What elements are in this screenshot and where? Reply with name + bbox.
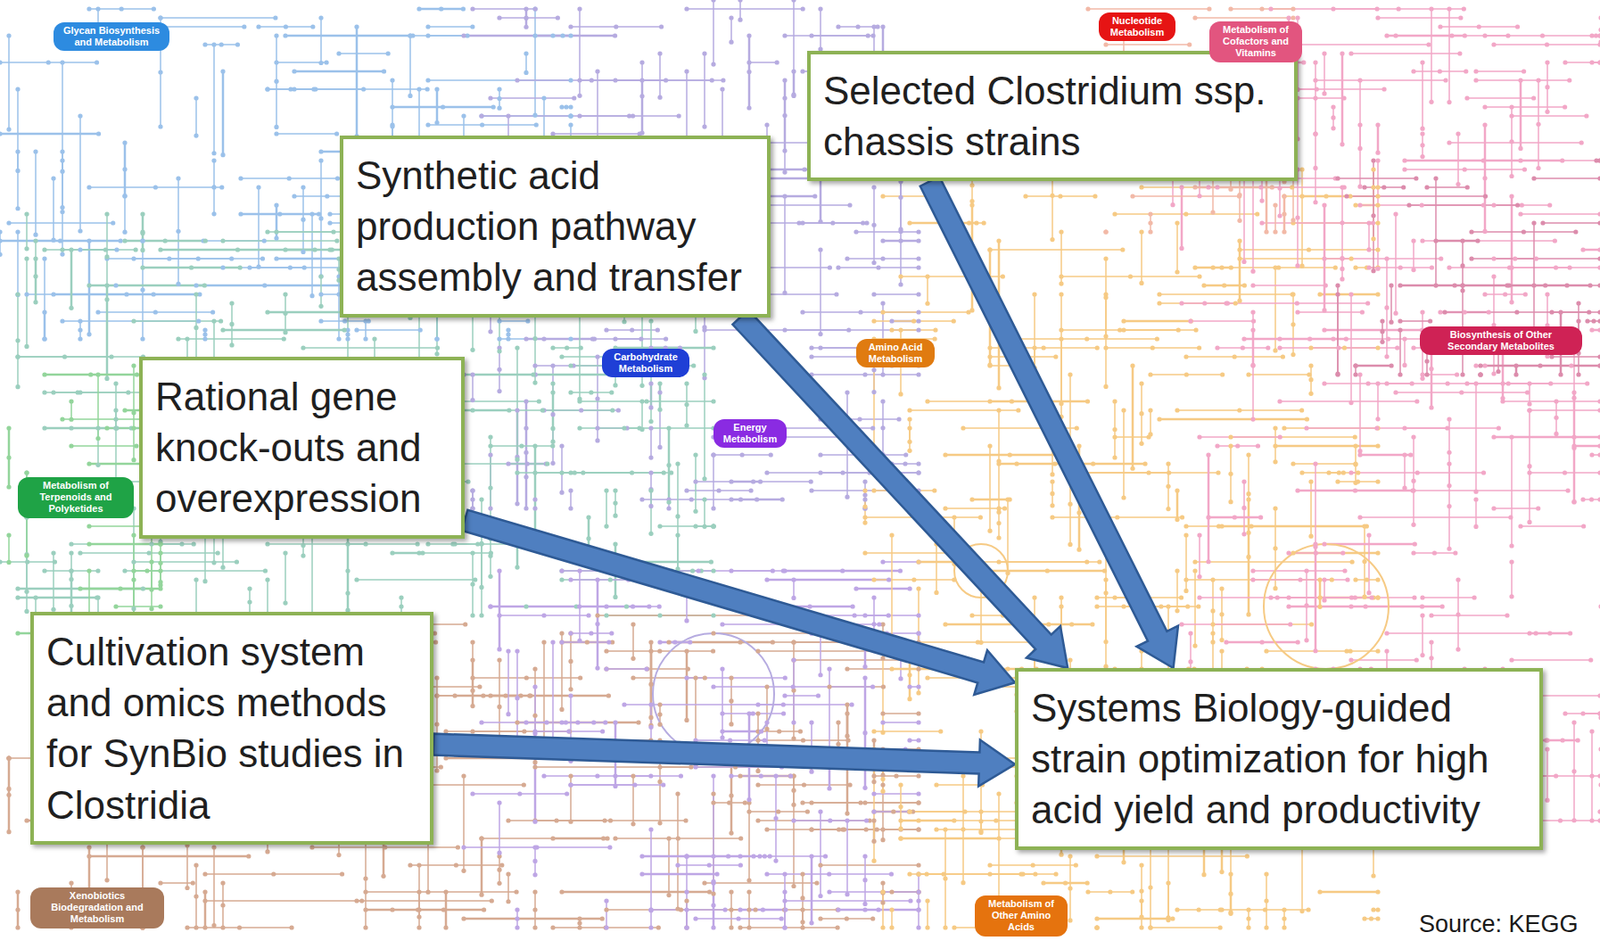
diagram-stage: Selected Clostridium ssp. chassis strain… — [0, 0, 1600, 949]
